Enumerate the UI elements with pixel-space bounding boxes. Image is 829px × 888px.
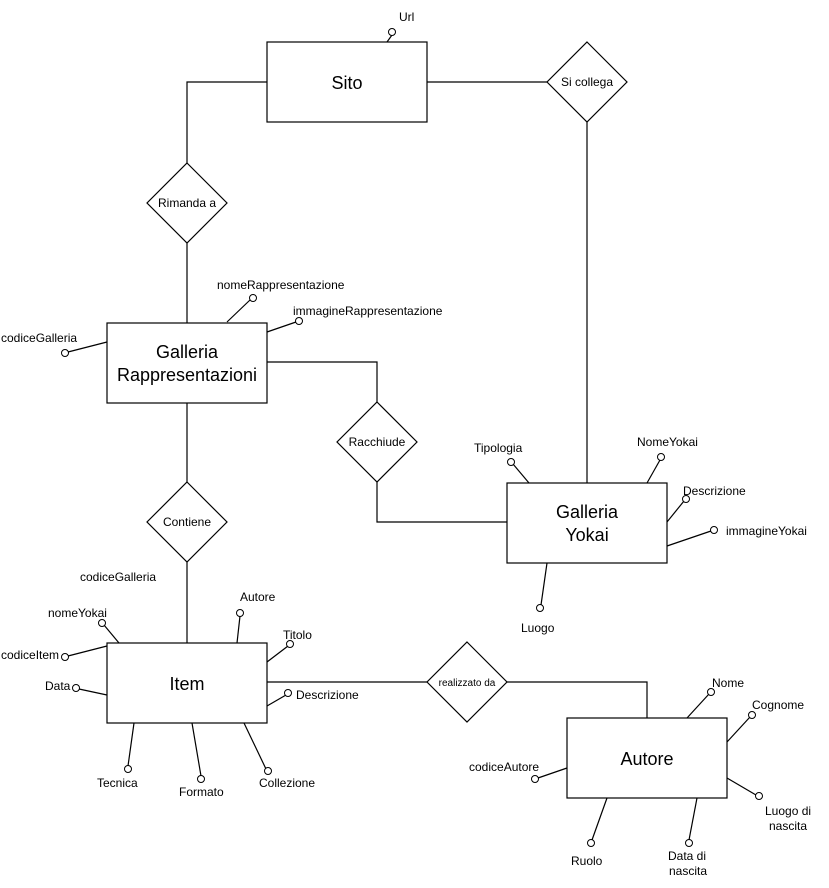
attr-item-nomeyokai: nomeYokai [48, 606, 107, 620]
entity-sito-label: Sito [331, 73, 362, 93]
attr-item-titolo: Titolo [283, 628, 312, 642]
entity-galleria-yokai-label-line2: Yokai [565, 525, 608, 545]
edge-racchiude-galleriayokai [376, 482, 507, 523]
relationship-rimanda-a[interactable]: Rimanda a [146, 162, 228, 244]
relationship-realizzato-da[interactable]: realizzato da [426, 641, 508, 723]
attribute-labels: Url codiceGalleria nomeRappresentazione … [1, 10, 811, 878]
relationship-contiene-label: Contiene [163, 515, 211, 529]
entity-galleria-yokai-label-line1: Galleria [556, 502, 619, 522]
entity-sito[interactable]: Sito [266, 41, 428, 123]
attr-item-tecnica: Tecnica [97, 776, 138, 790]
attribute-circles [61, 28, 763, 847]
attr-gy-tipologia: Tipologia [474, 441, 523, 455]
relationship-rimanda-a-label: Rimanda a [158, 196, 216, 210]
relationship-racchiude-label: Racchiude [349, 435, 406, 449]
attr-item-autore: Autore [240, 590, 276, 604]
attr-autore-luogodinascita-line1: Luogo di [765, 804, 811, 818]
connectors [186, 81, 648, 718]
attr-gr-codicegalleria: codiceGalleria [1, 331, 77, 345]
relationship-si-collega[interactable]: Si collega [546, 41, 628, 123]
relationship-racchiude[interactable]: Racchiude [336, 401, 418, 483]
attr-gy-immagineyokai: immagineYokai [726, 524, 807, 538]
attr-gr-nomerappresentazione: nomeRappresentazione [217, 278, 345, 292]
relationship-realizzato-da-label: realizzato da [439, 678, 496, 689]
attr-autore-ruolo: Ruolo [571, 854, 603, 868]
attr-item-collezione: Collezione [259, 776, 315, 790]
attr-autore-cognome: Cognome [752, 698, 804, 712]
entity-item-label: Item [169, 674, 204, 694]
attr-gy-descrizione: Descrizione [683, 484, 746, 498]
attr-gy-luogo: Luogo [521, 621, 555, 635]
relationship-contiene[interactable]: Contiene [146, 481, 228, 563]
edge-galleriarap-racchiude [267, 361, 378, 402]
attr-autore-datadinascita-line2: nascita [669, 864, 707, 878]
attr-item-data: Data [45, 679, 71, 693]
attr-autore-luogodinascita-line2: nascita [769, 819, 807, 833]
attr-item-descrizione: Descrizione [296, 688, 359, 702]
entity-item[interactable]: Item [106, 642, 268, 724]
attr-autore-codiceautore: codiceAutore [469, 760, 539, 774]
entity-galleria-yokai[interactable]: Galleria Yokai [506, 482, 668, 564]
entity-autore-label: Autore [620, 749, 673, 769]
attr-gy-nomeyokai: NomeYokai [637, 435, 698, 449]
attr-sito-url: Url [399, 10, 414, 24]
relationship-si-collega-label: Si collega [561, 75, 613, 89]
attribute-stems [67, 34, 757, 841]
attr-autore-datadinascita-line1: Data di [668, 849, 706, 863]
attr-item-codicegalleria: codiceGalleria [80, 570, 156, 584]
attr-gr-immaginerappresentazione: immagineRappresentazione [293, 304, 443, 318]
attr-autore-nome: Nome [712, 676, 744, 690]
attr-item-formato: Formato [179, 785, 224, 799]
entity-autore[interactable]: Autore [566, 717, 728, 799]
edge-sito-rimanda [186, 81, 267, 163]
attr-item-codiceitem: codiceItem [1, 648, 59, 662]
entity-galleria-rappresentazioni-label-line1: Galleria [156, 342, 219, 362]
entity-galleria-rappresentazioni[interactable]: Galleria Rappresentazioni [106, 322, 268, 404]
edge-realizzato-autore [507, 681, 648, 718]
entity-galleria-rappresentazioni-label-line2: Rappresentazioni [117, 365, 257, 385]
